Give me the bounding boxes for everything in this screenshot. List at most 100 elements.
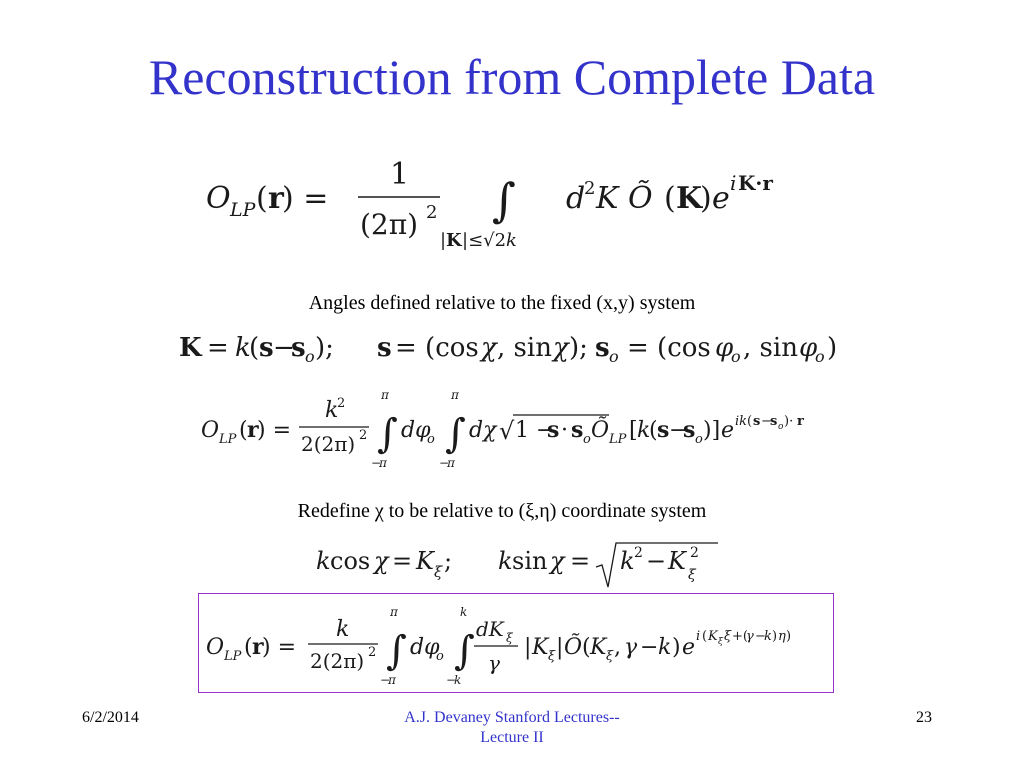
svg-text:2: 2: [634, 545, 643, 561]
svg-text:= (cos: = (cos: [627, 333, 711, 363]
svg-text:= (cos: = (cos: [395, 333, 479, 363]
svg-text:χ: χ: [548, 547, 566, 575]
svg-text:∫: ∫: [454, 628, 475, 674]
svg-text:π: π: [378, 456, 388, 470]
svg-text:ξ: ξ: [434, 563, 443, 581]
svg-text:e: e: [682, 635, 695, 660]
svg-text:√: √: [499, 417, 515, 445]
svg-text:dφ: dφ: [401, 418, 431, 443]
svg-text:r: r: [797, 414, 804, 429]
svg-text:k: k: [637, 418, 650, 443]
svg-text:r: r: [252, 634, 264, 660]
svg-text:k: k: [620, 547, 635, 575]
footer-credit-line1: A.J. Devaney Stanford Lectures--: [404, 709, 620, 726]
svg-text:+(: +(: [732, 629, 748, 644]
svg-text:=: =: [570, 547, 590, 575]
svg-text:(: (: [747, 414, 752, 429]
svg-text:s: s: [595, 333, 610, 363]
svg-text:dK: dK: [476, 617, 505, 641]
footer-page-number: 23: [916, 709, 932, 726]
footer-date: 6/2/2014: [82, 709, 139, 726]
equation-final-reconstruction: O LP ( r ) = k 2(2π) 2 π ∫ − π dφ o k ∫ …: [206, 605, 791, 687]
svg-text:LP: LP: [218, 432, 237, 447]
svg-text:)]: )]: [703, 418, 720, 443]
svg-text:K: K: [179, 333, 203, 363]
svg-text:k: k: [498, 547, 513, 575]
svg-text:e: e: [721, 418, 734, 443]
svg-text:∫: ∫: [377, 411, 398, 457]
svg-text:s: s: [571, 417, 583, 443]
equation-wavevector-definitions: K = k ( s − s o ); s = (cos χ , sin χ );…: [179, 333, 837, 366]
svg-text:2: 2: [359, 428, 367, 443]
svg-text:O: O: [206, 635, 224, 660]
svg-text:, sin: , sin: [743, 333, 798, 363]
footer-credit: A.J. Devaney Stanford Lectures-- Lecture…: [362, 708, 662, 748]
svg-text:−: −: [669, 418, 687, 443]
svg-text:−: −: [755, 629, 766, 644]
svg-text:2: 2: [690, 545, 699, 561]
svg-text:LP: LP: [223, 649, 242, 664]
svg-text:[: [: [629, 418, 638, 443]
svg-text:,: ,: [614, 635, 621, 660]
svg-text:s: s: [753, 414, 760, 429]
svg-text:(: (: [249, 333, 259, 363]
svg-text:);: );: [569, 333, 588, 363]
svg-text:e: e: [712, 181, 730, 216]
svg-text:s: s: [683, 417, 695, 443]
svg-text:ξ: ξ: [606, 649, 614, 664]
svg-text:): ): [700, 181, 712, 216]
svg-text:s: s: [657, 417, 669, 443]
svg-text:π: π: [387, 673, 397, 687]
svg-text:k: k: [764, 629, 772, 644]
svg-text:K Õ: K Õ: [595, 180, 653, 216]
svg-text:K: K: [667, 547, 688, 575]
svg-text:K: K: [531, 635, 550, 660]
svg-text:·: ·: [561, 418, 568, 443]
svg-text:−: −: [761, 414, 772, 429]
svg-text:Õ: Õ: [591, 415, 609, 443]
svg-text:(: (: [702, 629, 707, 644]
svg-text:−: −: [273, 333, 295, 363]
svg-text:s: s: [259, 333, 274, 363]
svg-text:LP: LP: [608, 432, 627, 447]
svg-text:o: o: [583, 432, 591, 447]
svg-text:Õ: Õ: [564, 632, 582, 660]
svg-text:−: −: [646, 547, 666, 575]
svg-text:d: d: [566, 181, 585, 216]
svg-text:cos: cos: [330, 547, 370, 575]
svg-text:s: s: [291, 333, 306, 363]
svg-text:r: r: [247, 417, 259, 443]
svg-text:|: |: [524, 635, 531, 660]
svg-text:−: −: [371, 456, 381, 470]
svg-text:2: 2: [368, 645, 376, 660]
svg-text:1 −: 1 −: [515, 418, 554, 443]
svg-text:(: (: [256, 181, 268, 216]
svg-text:ξ: ξ: [548, 649, 556, 664]
svg-text:ξ: ξ: [718, 637, 724, 647]
svg-text:i: i: [696, 629, 700, 644]
svg-text:sin: sin: [512, 547, 547, 575]
slide-title: Reconstruction from Complete Data: [148, 49, 876, 105]
svg-text:|: |: [556, 635, 563, 660]
svg-text:k: k: [460, 605, 467, 619]
svg-text:−: −: [439, 456, 449, 470]
svg-text:LP: LP: [229, 199, 257, 221]
svg-text:(: (: [664, 181, 676, 216]
svg-text:∫: ∫: [492, 173, 516, 227]
svg-text:k: k: [506, 230, 517, 251]
svg-text:=: =: [207, 333, 229, 363]
svg-text:2(2π): 2(2π): [310, 649, 364, 673]
svg-text:2: 2: [426, 202, 437, 223]
svg-text:o: o: [305, 347, 315, 366]
svg-text:(: (: [582, 635, 591, 660]
equation-angular-integral: O LP ( r ) = k 2 2(2π) 2 π ∫ − π dφ o π …: [201, 388, 804, 470]
svg-text:π: π: [446, 456, 456, 470]
svg-text:|≤√2: |≤√2: [462, 230, 506, 251]
svg-text:K: K: [415, 547, 436, 575]
svg-text:γ: γ: [746, 629, 754, 644]
svg-text:k: k: [325, 398, 338, 423]
svg-text:r: r: [268, 181, 285, 216]
footer-credit-line2: Lecture II: [480, 729, 544, 746]
svg-text:k: k: [454, 673, 461, 687]
